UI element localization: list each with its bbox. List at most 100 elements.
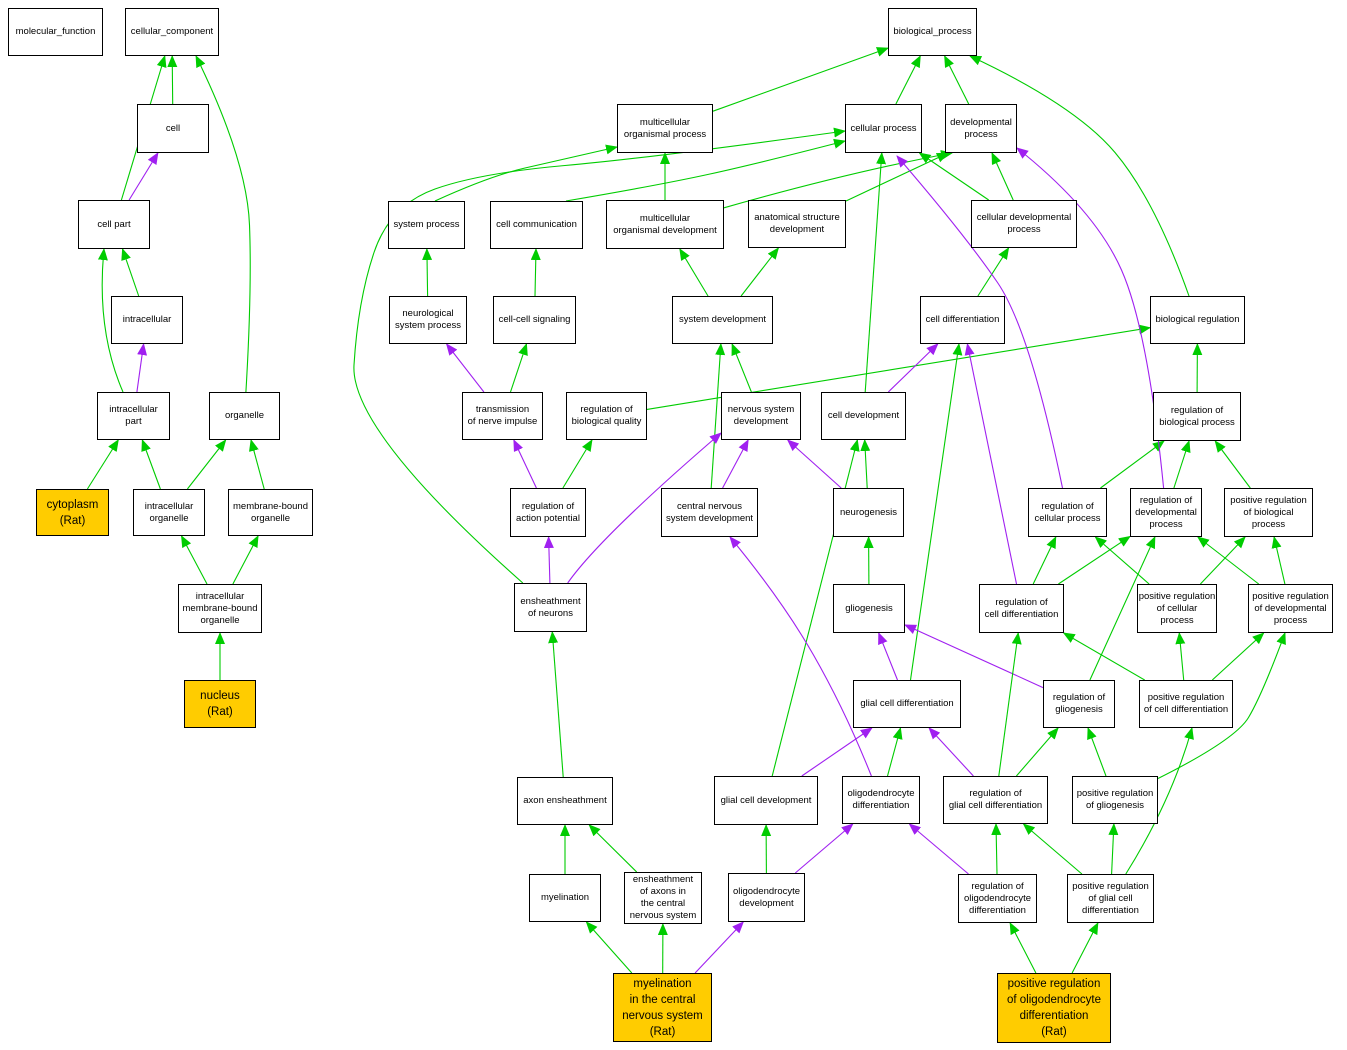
edge-cnsd-system_development — [710, 343, 726, 489]
node-imbo[interactable]: intracellular membrane-bound organelle — [178, 584, 262, 633]
edge-prbp-rbp — [1214, 440, 1251, 489]
edge-od-cnsd — [729, 536, 872, 777]
node-prcd[interactable]: positive regulation of cell differentiat… — [1139, 680, 1233, 728]
node-system-process[interactable]: system process — [388, 201, 465, 249]
edge-intracellular_organelle-organelle — [186, 439, 227, 490]
edge-intracellular_part-cell_part — [97, 248, 124, 393]
node-asd[interactable]: anatomical structure development — [748, 200, 846, 248]
edge-system_development-mod — [679, 248, 709, 297]
node-od[interactable]: oligodendrocyte differentiation — [842, 776, 920, 824]
edge-intracellular_part-intracellular — [136, 343, 148, 393]
node-molecular-function[interactable]: molecular_function — [8, 8, 103, 56]
node-intracellular-part[interactable]: intracellular part — [97, 392, 170, 440]
node-intracellular-organelle[interactable]: intracellular organelle — [133, 489, 205, 536]
edge-rcp-rbp — [1100, 440, 1165, 489]
node-rcp[interactable]: regulation of cellular process — [1028, 488, 1107, 537]
node-cell-communication[interactable]: cell communication — [490, 201, 583, 249]
edge-cell_development-cell_differentiation — [887, 343, 939, 393]
edge-prdp-rdp — [1197, 536, 1260, 585]
node-eon[interactable]: ensheathment of neurons — [514, 583, 587, 632]
node-cell[interactable]: cell — [137, 104, 209, 153]
edge-rcd-cell_differentiation — [964, 343, 1018, 585]
edge-rap-rbq — [562, 439, 593, 489]
edge-toni-nsp — [445, 343, 485, 393]
node-prod[interactable]: positive regulation of oligodendrocyte d… — [997, 973, 1111, 1043]
edge-gcd-gliogenesis — [878, 632, 899, 681]
edge-imbo-intracellular_organelle — [181, 535, 208, 585]
node-nsd[interactable]: nervous system development — [721, 392, 801, 440]
node-gliogenesis[interactable]: gliogenesis — [833, 584, 905, 633]
node-rap[interactable]: regulation of action potential — [510, 488, 586, 537]
edge-prg-prdp — [1157, 632, 1286, 779]
node-cnsd[interactable]: central nervous system development — [661, 488, 758, 537]
node-cellular-component[interactable]: cellular_component — [125, 8, 219, 56]
edge-toni-ccs — [509, 343, 528, 393]
edge-cell_development-cellular_process — [864, 152, 887, 393]
node-mop[interactable]: multicellular organismal process — [617, 104, 713, 153]
node-biological-regulation[interactable]: biological regulation — [1150, 296, 1245, 344]
node-gc-dev[interactable]: glial cell development — [714, 776, 818, 825]
edge-prcp-prbp — [1200, 536, 1246, 585]
node-rbp[interactable]: regulation of biological process — [1153, 392, 1241, 441]
edge-mcns-o_dev — [694, 921, 744, 974]
edge-cdp-cellular_process — [918, 152, 990, 201]
edge-mcns-myelination — [585, 921, 633, 974]
edge-od-gcd — [886, 727, 903, 777]
edge-intracellular_organelle-intracellular_part — [141, 439, 161, 490]
edge-asd-developmental_process — [845, 152, 949, 202]
edge-prcd-prcp — [1175, 632, 1186, 681]
edge-rap-toni — [513, 439, 537, 489]
edge-prg-rg — [1087, 727, 1107, 777]
edge-ccs-cell_communication — [530, 248, 541, 297]
node-nucleus[interactable]: nucleus (Rat) — [184, 680, 256, 728]
edge-prcp-rcp — [1094, 536, 1150, 585]
node-intracellular[interactable]: intracellular — [111, 296, 183, 344]
node-toni[interactable]: transmission of nerve impulse — [462, 392, 543, 440]
node-system-development[interactable]: system development — [672, 296, 773, 344]
node-membrane-bound-organelle[interactable]: membrane-bound organelle — [228, 489, 313, 536]
node-biological-process[interactable]: biological_process — [888, 8, 977, 56]
node-ccs[interactable]: cell-cell signaling — [493, 296, 576, 344]
node-developmental-process[interactable]: developmental process — [945, 104, 1017, 153]
edge-eon-nsd — [567, 432, 722, 584]
edge-cell_part-cell — [128, 152, 159, 201]
edge-rgcd-gcd — [928, 727, 974, 777]
edge-prod-prgcd — [1071, 922, 1099, 974]
node-axon-ensheathment[interactable]: axon ensheathment — [517, 777, 613, 825]
node-cytoplasm[interactable]: cytoplasm (Rat) — [36, 489, 109, 536]
edge-rcp-cellular_process — [896, 155, 1064, 489]
node-cell-part[interactable]: cell part — [78, 200, 150, 249]
node-mcns[interactable]: myelination in the central nervous syste… — [613, 973, 712, 1042]
node-rg[interactable]: regulation of gliogenesis — [1043, 680, 1115, 728]
node-gcd[interactable]: glial cell differentiation — [853, 680, 961, 728]
node-prbp[interactable]: positive regulation of biological proces… — [1224, 488, 1313, 537]
edge-cytoplasm-intracellular_part — [86, 439, 119, 490]
edge-rod-od — [908, 823, 969, 875]
edge-prgcd-prcd — [1125, 727, 1194, 875]
edge-prgcd-prg — [1108, 823, 1119, 875]
node-cell-differentiation[interactable]: cell differentiation — [920, 296, 1005, 344]
edge-cell-cellular_component — [167, 55, 178, 105]
node-organelle[interactable]: organelle — [209, 392, 280, 440]
node-prdp[interactable]: positive regulation of developmental pro… — [1248, 584, 1333, 633]
node-cellular-process[interactable]: cellular process — [845, 104, 922, 153]
node-prgcd[interactable]: positive regulation of glial cell differ… — [1067, 874, 1154, 923]
node-rcd[interactable]: regulation of cell differentiation — [979, 584, 1064, 633]
node-rbq[interactable]: regulation of biological quality — [566, 392, 647, 440]
node-cell-development[interactable]: cell development — [821, 392, 906, 440]
node-neurogenesis[interactable]: neurogenesis — [833, 488, 904, 537]
edge-neurogenesis-nsd — [786, 439, 842, 489]
node-rgcd[interactable]: regulation of glial cell differentiation — [943, 776, 1048, 824]
node-rdp[interactable]: regulation of developmental process — [1130, 488, 1202, 537]
edge-rdp-rbp — [1173, 440, 1191, 489]
node-rod[interactable]: regulation of oligodendrocyte differenti… — [958, 874, 1037, 923]
node-prcp[interactable]: positive regulation of cellular process — [1137, 584, 1217, 633]
node-eacns[interactable]: ensheathment of axons in the central ner… — [624, 872, 702, 924]
node-prg[interactable]: positive regulation of gliogenesis — [1072, 776, 1158, 824]
node-cdp[interactable]: cellular developmental process — [971, 200, 1077, 248]
node-mod[interactable]: multicellular organismal development — [606, 200, 724, 249]
node-myelination[interactable]: myelination — [529, 874, 601, 922]
edge-prcd-rcd — [1062, 632, 1145, 681]
node-nsp[interactable]: neurological system process — [389, 296, 467, 344]
node-o-dev[interactable]: oligodendrocyte development — [728, 873, 805, 922]
